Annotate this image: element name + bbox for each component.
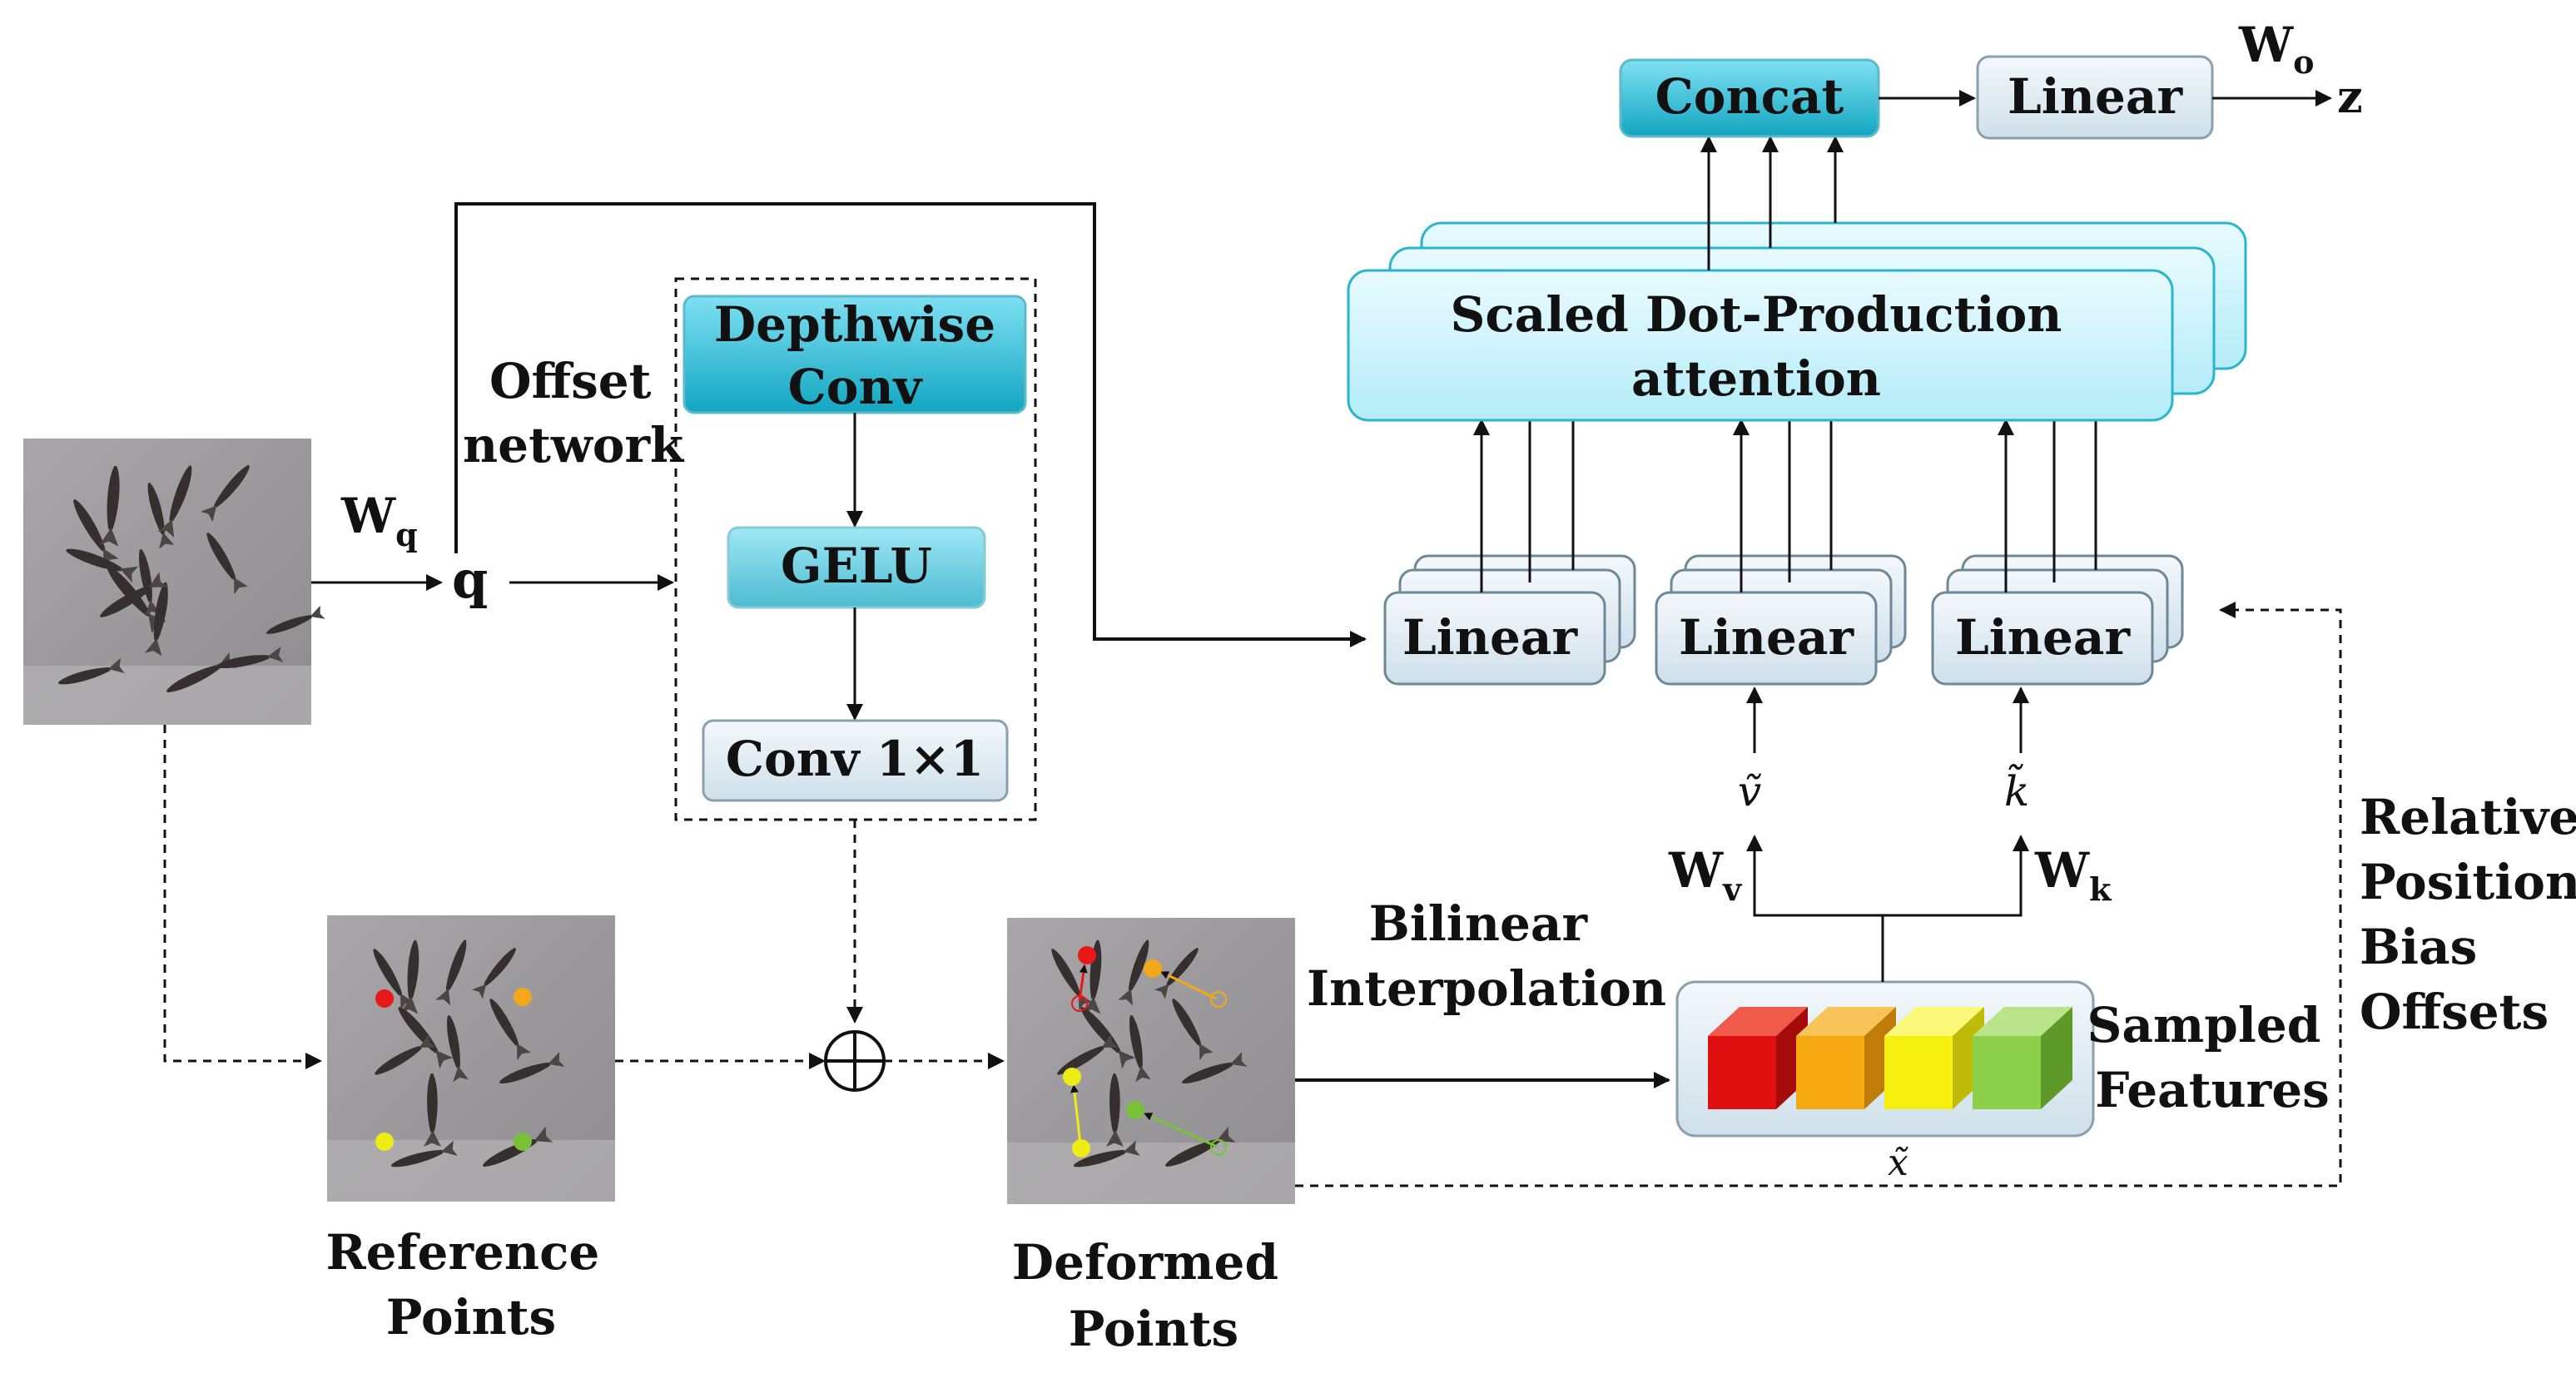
- linear-k-stack: Linear: [1931, 554, 2184, 686]
- svg-text:Conv: Conv: [788, 359, 924, 415]
- input-to-reference-arrow: [163, 725, 322, 1069]
- svg-text:Scaled Dot-Production: Scaled Dot-Production: [1451, 286, 2062, 343]
- reference-point-orange: [514, 988, 532, 1006]
- linear-q-stack: Linear: [1383, 554, 1636, 686]
- deformed-points-label: Deformed Points: [1012, 1234, 1295, 1357]
- conv1x1-block: Conv 1×1: [702, 719, 1009, 802]
- depthwise-conv-block: Depthwise Conv: [682, 295, 1027, 415]
- attention-to-concat-arrows: [1700, 136, 1844, 270]
- svg-text:GELU: GELU: [781, 538, 932, 594]
- concat-block: Concat: [1619, 58, 1880, 138]
- svg-text:Linear: Linear: [1955, 609, 2131, 666]
- svg-text:Concat: Concat: [1655, 68, 1844, 125]
- reference-point-yellow: [375, 1133, 394, 1151]
- feature-cube-red: [1708, 1007, 1808, 1109]
- k-tilde-label: k̃: [2004, 764, 2029, 815]
- wq-label: Wq: [340, 488, 418, 553]
- deformed-points-image: [1007, 918, 1295, 1204]
- relative-position-bias-label: Relative Position Bias Offsets: [2360, 789, 2576, 1040]
- svg-text:Linear: Linear: [1402, 609, 1578, 666]
- bilinear-interpolation-label: Bilinear Interpolation: [1307, 895, 1666, 1017]
- feature-cube-yellow: [1884, 1007, 1984, 1109]
- input-image: [23, 439, 325, 725]
- add-operator-icon: [824, 1030, 886, 1092]
- reference-points-image: [327, 915, 615, 1202]
- offset-network-label: Offset network: [463, 353, 685, 473]
- svg-text:Linear: Linear: [1679, 609, 1854, 666]
- reference-points-label: Reference Points: [325, 1224, 616, 1346]
- feature-cube-orange: [1796, 1007, 1896, 1109]
- wv-label: Wv: [1668, 842, 1743, 908]
- svg-text:attention: attention: [1631, 350, 1881, 407]
- linear-v-stack: Linear: [1655, 554, 1907, 686]
- features-to-v-arrow: [1746, 835, 1884, 982]
- svg-text:Conv 1×1: Conv 1×1: [726, 731, 984, 787]
- sampled-features-label: Sampled Features: [2087, 997, 2337, 1118]
- relative-position-bias-arrow: [1295, 602, 2342, 1187]
- svg-text:Linear: Linear: [2008, 68, 2183, 125]
- reference-point-red: [375, 989, 394, 1008]
- q-to-linear-arrow: [454, 202, 1367, 647]
- linear-output-block: Linear: [1976, 55, 2214, 140]
- reference-point-green: [514, 1133, 532, 1151]
- v-tilde-label: ṽ: [1738, 767, 1761, 815]
- q-label: q: [452, 549, 488, 610]
- z-label: z: [2337, 70, 2363, 123]
- feature-cube-green: [1973, 1007, 2072, 1109]
- svg-text:Depthwise: Depthwise: [714, 296, 995, 353]
- gelu-block: GELU: [727, 526, 986, 609]
- sampled-features-box: [1675, 980, 2095, 1138]
- linears-to-attention-arrows: [1473, 419, 2097, 592]
- wk-label: Wk: [2034, 842, 2112, 908]
- x-tilde-label: x̃: [1888, 1142, 1908, 1184]
- wo-label: Wo: [2238, 17, 2315, 81]
- attention-stack: Scaled Dot-Production attention: [1347, 221, 2247, 422]
- features-to-k-arrow: [1883, 835, 2029, 917]
